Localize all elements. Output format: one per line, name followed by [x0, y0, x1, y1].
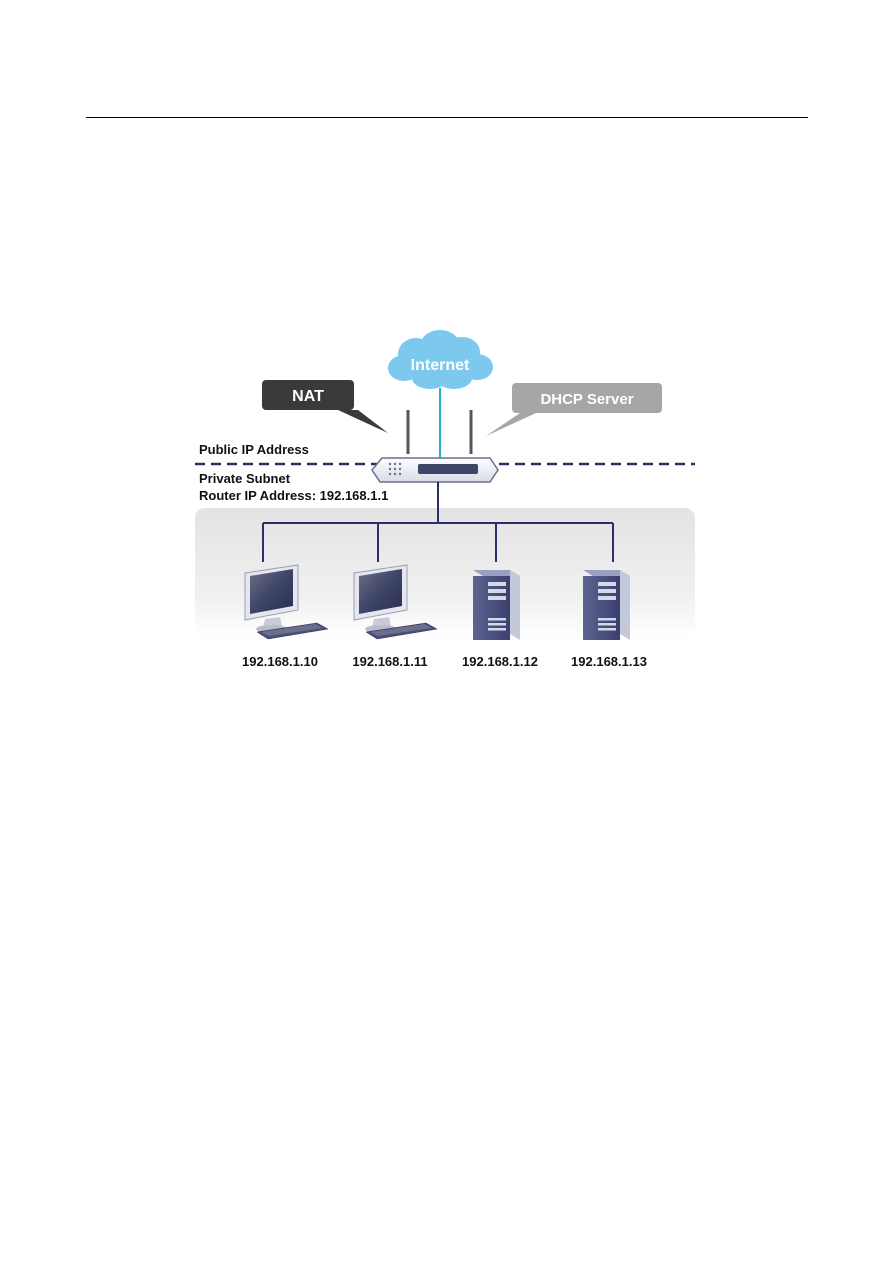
private-subnet-label: Private Subnet	[199, 471, 291, 486]
internet-cloud: Internet	[388, 330, 493, 389]
header-rule	[86, 117, 808, 118]
device-ip-label: 192.168.1.10	[242, 654, 318, 669]
internet-label: Internet	[411, 357, 470, 374]
desktop-computer-icon	[244, 564, 329, 640]
router-ip-label: Router IP Address: 192.168.1.1	[199, 488, 388, 503]
desktop-computer-icon	[353, 564, 438, 640]
lan-wiring	[262, 482, 614, 562]
network-diagram: Internet NAT DHCP Server	[190, 330, 710, 680]
device-ip-label: 192.168.1.12	[462, 654, 538, 669]
router-icon	[371, 410, 499, 483]
nat-label: NAT	[292, 388, 324, 405]
device-ip-label: 192.168.1.13	[571, 654, 647, 669]
dhcp-server-label: DHCP Server	[540, 391, 633, 408]
server-icon	[583, 570, 630, 640]
lan-background	[195, 508, 695, 638]
nat-callout: NAT	[262, 380, 388, 433]
public-ip-label: Public IP Address	[199, 442, 309, 457]
device-ip-label: 192.168.1.11	[352, 654, 427, 669]
server-icon	[473, 570, 520, 640]
dhcp-server-callout: DHCP Server	[486, 383, 662, 436]
